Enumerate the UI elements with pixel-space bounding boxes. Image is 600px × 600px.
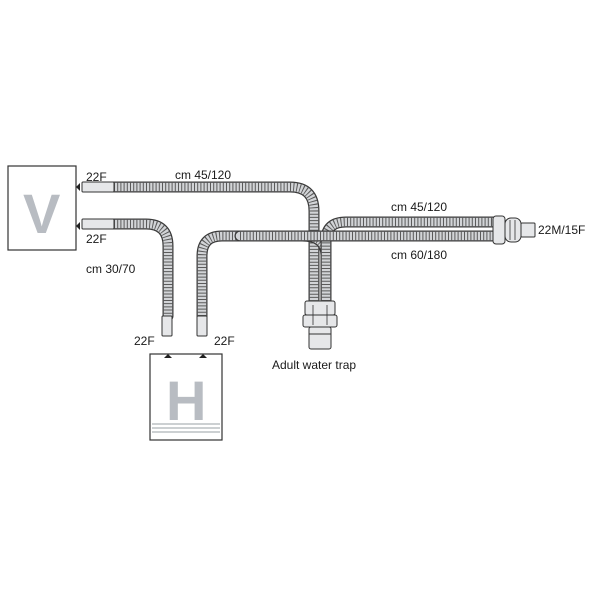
water-trap-label: Adult water trap — [272, 358, 356, 372]
humidifier-port-left-label: 22F — [134, 334, 155, 348]
cuff-vent-bottom — [81, 218, 115, 230]
humidifier-port-right-arrow — [199, 354, 207, 358]
ventilator-port-top-label: 22F — [86, 170, 107, 184]
ventilator-port-bottom-label: 22F — [86, 232, 107, 246]
ventilator-port-bottom-arrow — [76, 222, 80, 230]
ventilator-letter: V — [23, 182, 60, 245]
ventilator-port-top-arrow — [76, 183, 80, 191]
ventilator-box: V — [7, 165, 80, 251]
y-connector-label: 22M/15F — [538, 223, 585, 237]
humidifier-port-right-label: 22F — [214, 334, 235, 348]
tube-right-upper-length-label: cm 45/120 — [391, 200, 447, 214]
connectors — [81, 181, 536, 350]
water-trap — [302, 300, 338, 350]
tube-top-length-label: cm 45/120 — [175, 168, 231, 182]
y-connector — [492, 215, 536, 245]
humidifier-letter: H — [166, 369, 206, 432]
humidifier-box: H — [149, 353, 223, 441]
hose-top — [108, 181, 320, 307]
cuff-humidifier-left — [161, 315, 173, 337]
humidifier-port-left-arrow — [164, 354, 172, 358]
cuff-vent-top — [81, 181, 115, 193]
labels: 22F 22F cm 45/120 cm 45/120 cm 60/180 cm… — [86, 168, 585, 372]
hose-vent-lower — [108, 218, 174, 322]
cuff-humidifier-right — [196, 315, 208, 337]
tube-left-length-label: cm 30/70 — [86, 262, 136, 276]
hoses — [108, 181, 499, 322]
tube-right-lower-length-label: cm 60/180 — [391, 248, 447, 262]
